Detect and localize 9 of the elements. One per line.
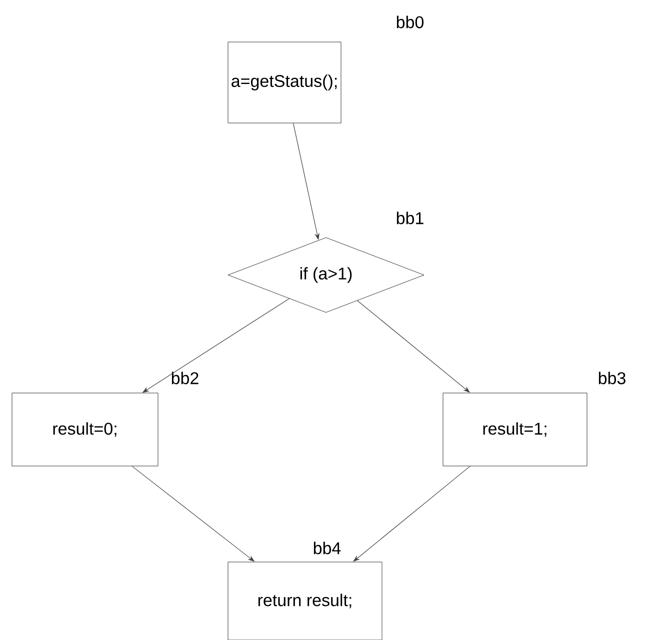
process-box: return result; — [228, 562, 382, 640]
process-box: a=getStatus(); — [228, 42, 342, 124]
block-label: bb4 — [314, 542, 341, 554]
block-label: bb2 — [172, 372, 198, 384]
block-label: bb3 — [598, 372, 626, 384]
block-label: bb1 — [396, 212, 424, 224]
process-box: result=1; — [442, 392, 588, 466]
block-label: bb0 — [396, 16, 424, 28]
process-box: result=0; — [12, 392, 158, 466]
